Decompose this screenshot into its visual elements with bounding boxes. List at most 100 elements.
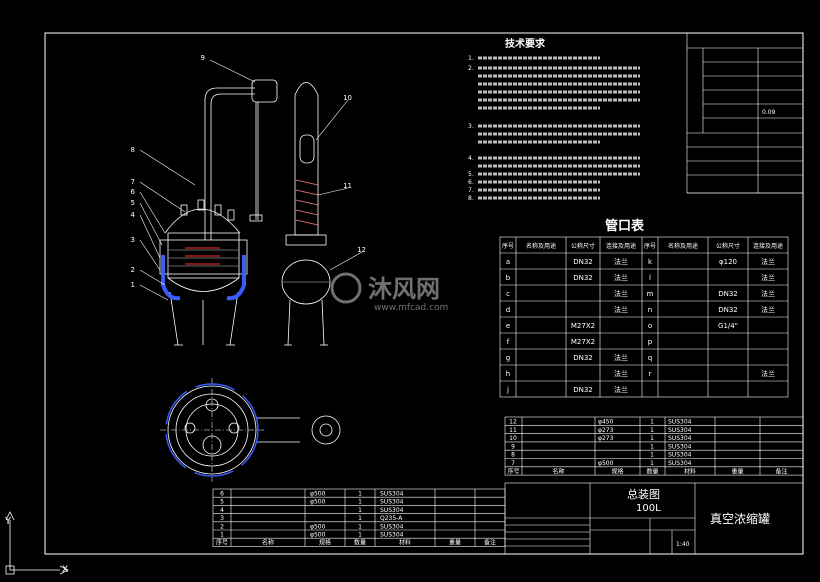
nozzle-cell: o — [648, 322, 652, 330]
condenser-spiral — [295, 179, 319, 226]
parts-header: 备注 — [775, 467, 787, 475]
nozzle-header: 公称尺寸 — [716, 242, 740, 250]
nozzle-cell: M27X2 — [571, 322, 595, 330]
nozzle-cell: j — [506, 386, 509, 394]
parts-header: 重量 — [731, 467, 743, 475]
tech-req-line: 5. — [468, 171, 474, 178]
capacity-label: 100L — [636, 503, 661, 514]
part-no: 7 — [511, 460, 515, 467]
leader-number: 8 — [131, 146, 135, 154]
part-qty: 1 — [358, 507, 362, 514]
scale-value: 1:40 — [676, 541, 690, 548]
nozzle-cell: g — [506, 354, 510, 362]
part-no: 10 — [509, 435, 517, 442]
tech-req-line: 7. — [468, 187, 474, 194]
part-material: SUS304 — [668, 443, 692, 450]
part-material: SUS304 — [380, 523, 404, 530]
leader-number: 6 — [131, 188, 136, 196]
leader-number: 3 — [131, 236, 135, 244]
nozzle-cell: f — [507, 338, 510, 346]
leader-number: 2 — [131, 266, 135, 274]
part-spec: φ273 — [598, 427, 614, 434]
part-material: SUS304 — [380, 532, 404, 539]
nozzle-cell: M27X2 — [571, 338, 595, 346]
nozzle-cell: 法兰 — [614, 305, 628, 314]
design-data-table: 0.09 — [686, 32, 804, 194]
plan-insulation-ring — [165, 383, 259, 477]
tech-req-line: 8. — [468, 195, 474, 202]
nozzle-cell: 法兰 — [614, 385, 628, 394]
nozzle-cell: c — [506, 290, 510, 298]
receiver-legs — [287, 299, 325, 346]
part-qty: 1 — [650, 419, 654, 426]
sheet-border — [44, 32, 804, 555]
nozzle-cell: DN32 — [718, 290, 738, 298]
leader-number: 4 — [131, 211, 136, 219]
tank-legs — [169, 291, 239, 346]
parts-header: 名称 — [552, 467, 564, 475]
part-qty: 1 — [358, 499, 362, 506]
jacket — [159, 239, 248, 275]
parts-header: 数量 — [354, 539, 366, 547]
nozzle-cell: d — [506, 306, 510, 314]
part-material: Q235-A — [380, 515, 403, 522]
nozzle-cell: 法兰 — [761, 257, 775, 266]
nozzle-header: 连接及用途 — [753, 242, 783, 250]
part-material: SUS304 — [668, 452, 692, 459]
nozzle-cell: m — [647, 290, 654, 298]
nozzle-header: 名称及用途 — [668, 242, 698, 250]
part-qty: 1 — [358, 515, 362, 522]
part-material: SUS304 — [668, 419, 692, 426]
parts-header: 材料 — [399, 539, 411, 547]
watermark-url: www.mfcad.com — [374, 303, 448, 313]
condenser-coil-box — [299, 134, 315, 164]
nozzle-cell: e — [506, 322, 510, 330]
nozzle-cell: 法兰 — [761, 273, 775, 282]
title-block — [504, 482, 804, 555]
tech-req-heading: 技术要求 — [505, 37, 546, 50]
part-no: 2 — [220, 523, 224, 530]
part-qty: 1 — [650, 427, 654, 434]
ucs-x-label: X — [62, 565, 68, 575]
nozzle-cell: 法兰 — [614, 257, 628, 266]
nozzle-header: 序号 — [644, 242, 656, 250]
tank-top-head — [164, 208, 241, 234]
part-spec: φ500 — [310, 523, 326, 530]
vapor-pipe — [204, 87, 255, 240]
part-no: 4 — [220, 507, 224, 514]
part-spec: φ500 — [598, 460, 614, 467]
front-view — [159, 79, 278, 346]
nozzle-cell: b — [506, 274, 511, 282]
plan-view — [160, 378, 341, 482]
nozzle-cell: h — [506, 370, 510, 378]
ucs-icon — [5, 511, 69, 575]
part-no: 6 — [220, 491, 224, 498]
part-material: SUS304 — [668, 427, 692, 434]
nozzle-header: 连接及用途 — [606, 242, 636, 250]
parts-header: 规格 — [611, 467, 623, 475]
part-no: 3 — [220, 515, 224, 522]
parts-header: 重量 — [449, 539, 461, 547]
part-spec: φ500 — [310, 532, 326, 539]
design-table-frame — [686, 32, 804, 194]
part-qty: 1 — [650, 435, 654, 442]
parts-header: 名称 — [262, 539, 274, 547]
part-no: 9 — [511, 443, 515, 450]
nozzle-cell: 法兰 — [614, 369, 628, 378]
tank-bottom-head — [167, 277, 240, 292]
leader-lines — [139, 59, 363, 301]
tech-req-lines: 1.2.3.4.5.6.7.8. — [468, 55, 640, 202]
nozzle-header: 序号 — [502, 242, 514, 250]
part-qty: 1 — [650, 452, 654, 459]
parts-header: 材料 — [684, 467, 696, 475]
nozzle-cell: l — [649, 274, 651, 282]
part-no: 11 — [509, 427, 517, 434]
part-no: 1 — [220, 532, 224, 539]
nozzle-cell: p — [648, 338, 653, 346]
tank-shell — [167, 232, 240, 279]
part-spec: φ450 — [598, 419, 614, 426]
